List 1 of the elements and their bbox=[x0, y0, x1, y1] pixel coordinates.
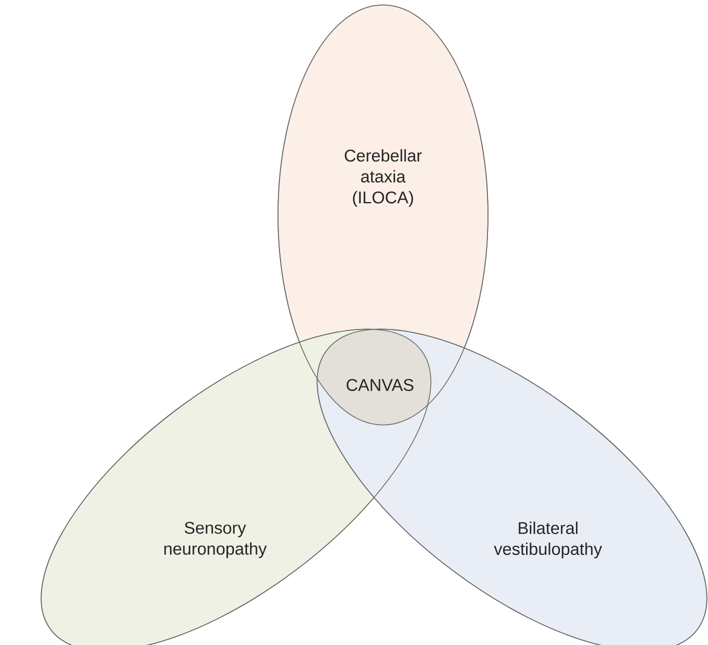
region-label: CANVAS bbox=[346, 379, 414, 391]
